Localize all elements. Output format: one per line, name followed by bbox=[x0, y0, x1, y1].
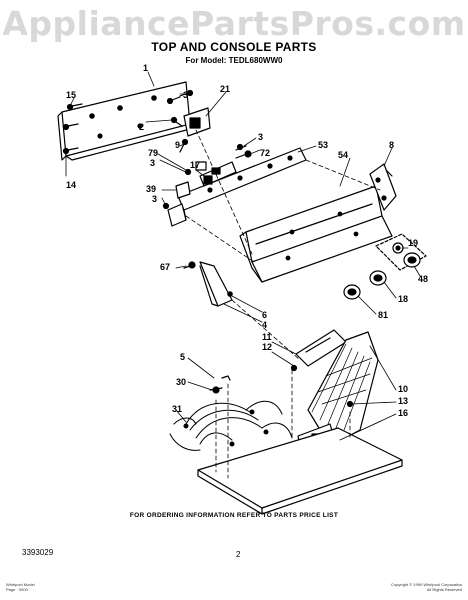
callout-9: 9 bbox=[175, 140, 180, 150]
bracket-part-21 bbox=[166, 89, 211, 153]
model-subtitle: For Model: TEDL680WW0 bbox=[185, 56, 283, 65]
callout-14: 14 bbox=[66, 180, 76, 190]
fine-print-right: Copyright © 1990 Whirlpool Corporation A… bbox=[391, 582, 462, 592]
fine-print-left-line-1: Whirlpool Model bbox=[6, 582, 35, 587]
callout-67: 67 bbox=[160, 262, 170, 272]
knob-part-18 bbox=[369, 270, 387, 286]
lint-screen-assembly bbox=[290, 329, 379, 457]
leader-lines bbox=[65, 71, 421, 441]
callout-2: 2 bbox=[139, 122, 144, 132]
callout-15: 15 bbox=[66, 90, 76, 100]
callout-53: 53 bbox=[318, 140, 328, 150]
knob-assembly-part-19-48 bbox=[375, 233, 427, 271]
callout-19: 19 bbox=[408, 238, 418, 248]
end-cap-part-8 bbox=[369, 163, 397, 211]
console-backsplash-part-54 bbox=[239, 185, 393, 283]
callout-72: 72 bbox=[260, 148, 270, 158]
callout-81: 81 bbox=[378, 310, 388, 320]
switch-parts-79-17-39 bbox=[162, 161, 213, 210]
callout-13: 13 bbox=[398, 396, 408, 406]
fine-print-right-line-2: All Rights Reserved bbox=[426, 587, 462, 592]
screws-left bbox=[62, 103, 83, 155]
end-panel-part-6-4 bbox=[183, 261, 233, 307]
callout-8: 8 bbox=[389, 140, 394, 150]
callout-11: 11 bbox=[262, 332, 272, 342]
callout-17: 17 bbox=[190, 160, 200, 170]
ordering-note: FOR ORDERING INFORMATION REFER TO PARTS … bbox=[129, 512, 339, 519]
callout-4: 4 bbox=[262, 320, 267, 330]
clips-part-5-30 bbox=[209, 375, 231, 394]
knob-part-81 bbox=[343, 284, 361, 300]
callout-16: 16 bbox=[398, 408, 408, 418]
diagram-title: TOP AND CONSOLE PARTS bbox=[151, 40, 317, 54]
callout-5: 5 bbox=[180, 352, 185, 362]
dryer-top-panel bbox=[197, 427, 403, 515]
document-number: 3393029 bbox=[22, 548, 54, 557]
callout-10: 10 bbox=[398, 384, 408, 394]
page-number: 2 bbox=[236, 550, 241, 559]
wire-harness-part-31 bbox=[169, 400, 293, 451]
callout-18: 18 bbox=[398, 294, 408, 304]
callout-54: 54 bbox=[338, 150, 348, 160]
callout-6: 6 bbox=[262, 310, 267, 320]
alignment-lines bbox=[185, 129, 381, 479]
fine-print-left-line-2: Page · 0000 bbox=[6, 587, 28, 592]
callout-30: 30 bbox=[176, 377, 186, 387]
callout-3-top: 3 bbox=[183, 90, 188, 100]
callout-3-mid: 3 bbox=[258, 132, 263, 142]
fine-print-left: Whirlpool Model Page · 0000 bbox=[6, 582, 35, 592]
callout-39: 39 bbox=[146, 184, 156, 194]
callout-1: 1 bbox=[143, 63, 148, 73]
fine-print-right-line-1: Copyright © 1990 Whirlpool Corporation bbox=[391, 582, 462, 587]
callout-31: 31 bbox=[172, 404, 182, 414]
callout-12: 12 bbox=[262, 342, 272, 352]
callout-3-left: 3 bbox=[150, 158, 155, 168]
callout-3-lower: 3 bbox=[152, 194, 157, 204]
callout-79: 79 bbox=[148, 148, 158, 158]
callout-21: 21 bbox=[220, 84, 230, 94]
callout-48: 48 bbox=[418, 274, 428, 284]
watermark: AppliancePartsPros.com bbox=[2, 4, 466, 43]
